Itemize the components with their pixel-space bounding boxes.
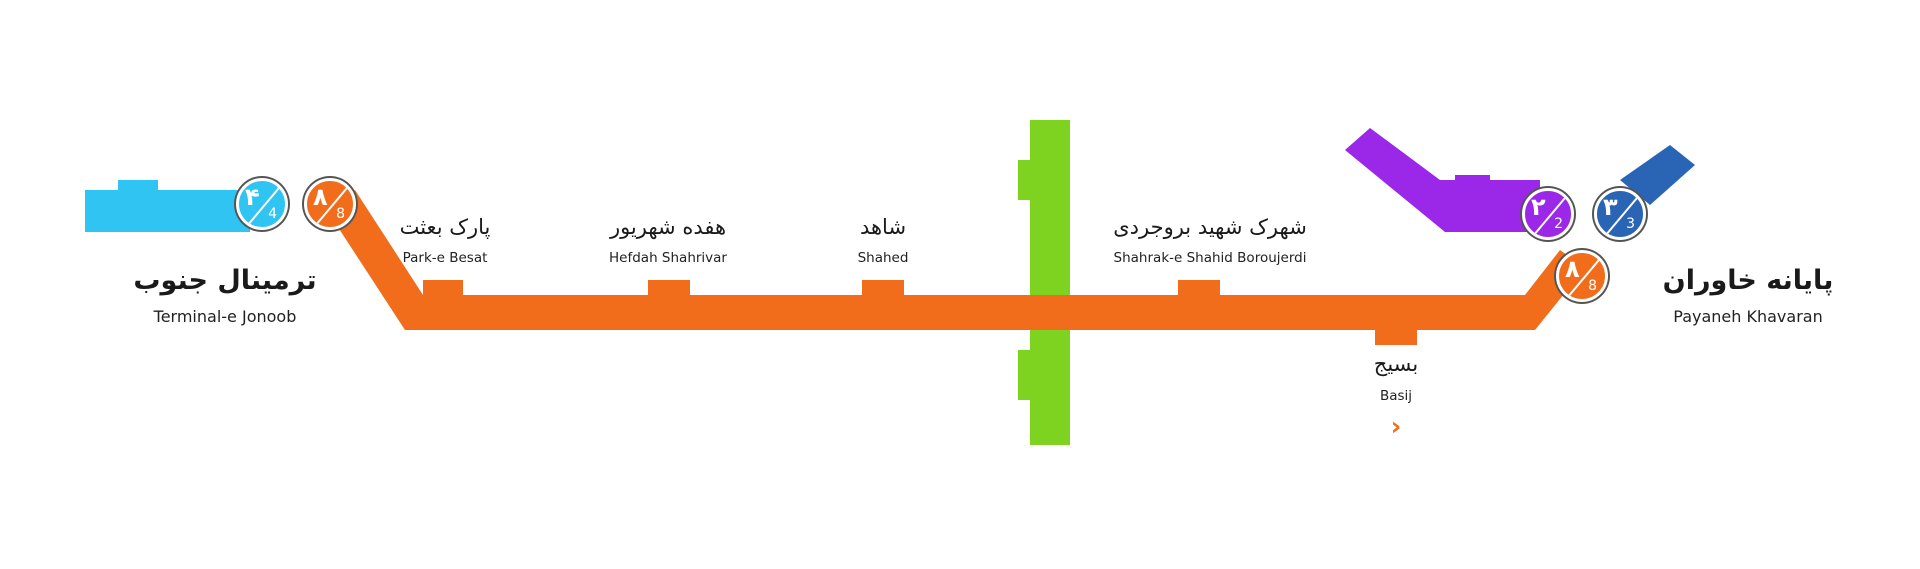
station-tick-shahed — [862, 280, 904, 295]
station-boroujerdi-en: Shahrak-e Shahid Boroujerdi — [1113, 250, 1307, 266]
station-shahed-fa: شاهد — [859, 215, 907, 239]
terminal-east-fa: پایانه خاوران — [1662, 265, 1834, 296]
station-tick-basij — [1375, 330, 1417, 345]
station-tick-boroujerdi — [1178, 280, 1220, 295]
line-2-badge: ۲ 2 — [1522, 188, 1574, 240]
station-hefdah-shahrivar-fa: هفده شهریور — [609, 215, 727, 239]
station-shahed-en: Shahed — [857, 250, 909, 266]
terminal-west-en: Terminal-e Jonoob — [153, 307, 297, 326]
line-3-segment — [1620, 145, 1695, 205]
line-3-badge: ۳ 3 — [1594, 188, 1646, 240]
station-park-e-besat-en: Park-e Besat — [402, 250, 488, 266]
line-4-segment — [85, 180, 250, 232]
terminal-east-en: Payaneh Khavaran — [1673, 307, 1823, 326]
line-2-segment — [1345, 128, 1540, 232]
station-boroujerdi-fa: شهرک شهید بروجردی — [1113, 215, 1307, 239]
terminal-west-fa: ترمینال جنوب — [133, 265, 317, 296]
station-park-e-besat-fa: پارک بعثت — [399, 215, 491, 239]
line-4-badge: ۴ 4 — [236, 178, 288, 230]
station-hefdah-shahrivar-en: Hefdah Shahrivar — [609, 250, 727, 266]
line-8-badge-west: ۸ 8 — [304, 178, 356, 230]
station-tick-hefdah-shahrivar — [648, 280, 690, 295]
line-8-badge-east: ۸ 8 — [1556, 250, 1608, 302]
station-basij-en: Basij — [1379, 388, 1413, 404]
chevron-right-icon: › — [1390, 412, 1402, 442]
station-basij-fa: بسیج — [1373, 352, 1419, 376]
station-tick-park-e-besat — [423, 280, 463, 295]
crossing-line — [1018, 120, 1070, 445]
line-8-path — [330, 190, 1585, 330]
